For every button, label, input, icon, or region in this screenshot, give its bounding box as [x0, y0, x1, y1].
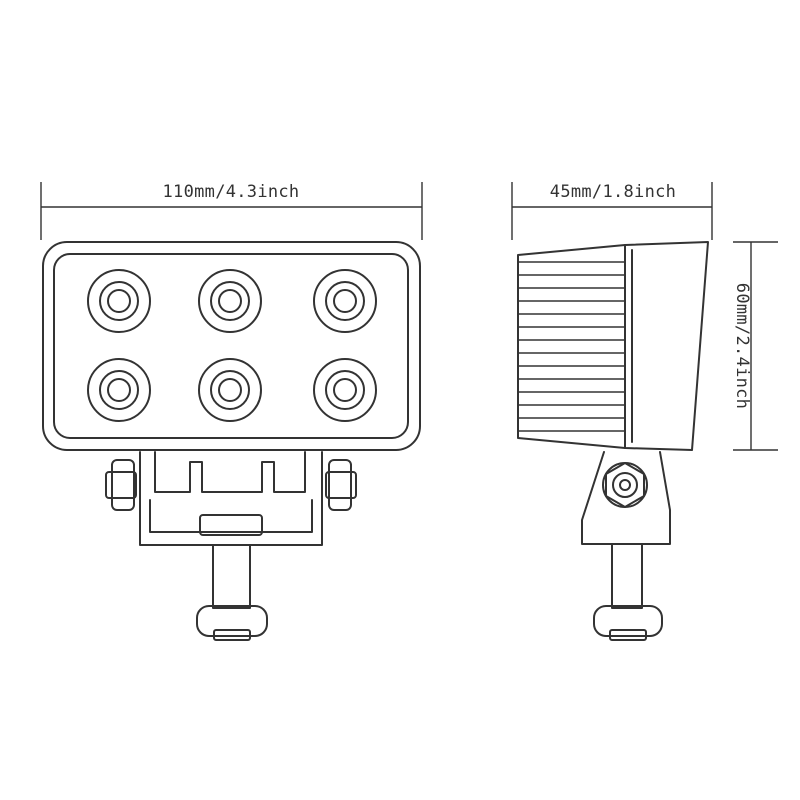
- width-label: 110mm/4.3inch: [163, 182, 300, 202]
- height-dimension: 60mm/2.4inch: [732, 241, 778, 451]
- depth-label: 45mm/1.8inch: [550, 182, 676, 202]
- front-housing-inner: [53, 253, 409, 439]
- front-view: 110mm/4.3inch: [40, 182, 423, 641]
- side-mount-bracket: [581, 451, 671, 641]
- led-array: [87, 269, 377, 422]
- width-dimension: 110mm/4.3inch: [40, 182, 423, 240]
- front-housing-outer: [42, 241, 421, 451]
- front-mount-bracket: [105, 451, 357, 641]
- led-5: [198, 358, 262, 422]
- side-housing-front: [624, 241, 709, 451]
- heat-sink: [517, 244, 626, 449]
- depth-dimension: 45mm/1.8inch: [511, 182, 713, 240]
- led-4: [87, 358, 151, 422]
- led-2: [198, 269, 262, 333]
- led-6: [313, 358, 377, 422]
- side-view: 45mm/1.8inch 60mm/2.4inch: [511, 182, 778, 641]
- led-3: [313, 269, 377, 333]
- height-label: 60mm/2.4inch: [732, 283, 752, 409]
- led-1: [87, 269, 151, 333]
